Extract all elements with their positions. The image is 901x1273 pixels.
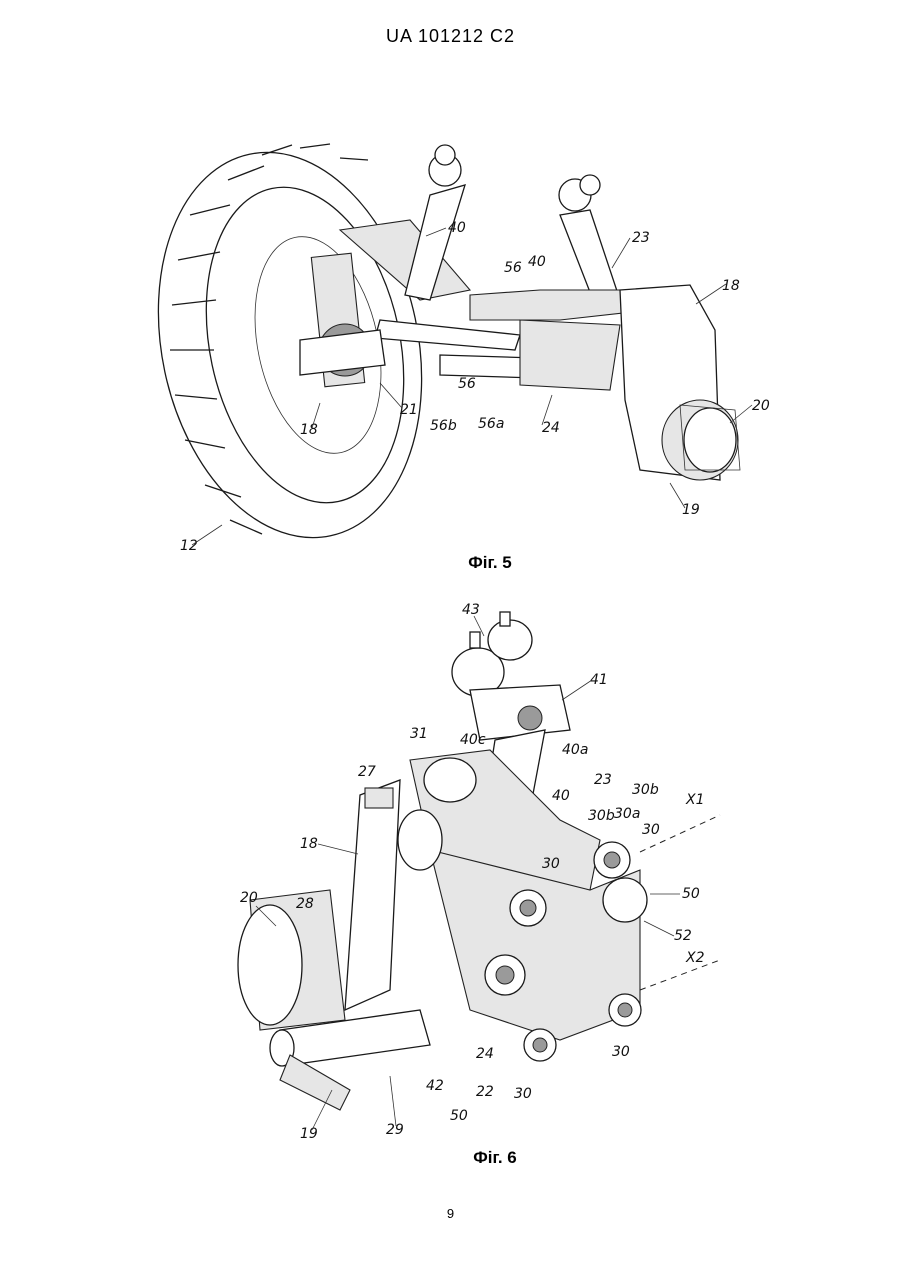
label: 30b	[588, 808, 615, 824]
label: 52	[674, 928, 692, 944]
label: 21	[400, 402, 418, 418]
control-arms	[398, 750, 647, 1061]
label: 42	[426, 1078, 444, 1094]
label: 56	[458, 376, 476, 392]
label: 30	[514, 1086, 532, 1102]
label: 50	[450, 1108, 468, 1124]
label: 40	[528, 254, 546, 270]
label: 22	[476, 1084, 494, 1100]
label: 20	[240, 890, 258, 906]
label: 30b	[632, 782, 659, 798]
label: 19	[682, 502, 700, 518]
figure-5-caption: Фіг. 5	[390, 553, 590, 573]
label: 18	[300, 836, 318, 852]
upright-18	[238, 780, 400, 1030]
label: 24	[542, 420, 560, 436]
label: 56a	[478, 416, 504, 432]
label: 23	[594, 772, 612, 788]
label: X2	[685, 950, 705, 966]
axis-x2	[640, 960, 720, 990]
label: 40c	[460, 732, 486, 748]
label: 18	[300, 422, 318, 438]
figure-6-caption: Фіг. 6	[395, 1148, 595, 1168]
label: 56	[504, 260, 522, 276]
figure-6-drawing: 43 41 31 40c 40a 27 23 40 30b X1 30b 30a…	[0, 590, 901, 1150]
label: 30	[542, 856, 560, 872]
label: 28	[296, 896, 314, 912]
figure-5-drawing: 40 40 56 23 18 56 56b 56a 24 20 21 18 19…	[0, 0, 901, 600]
right-knuckle-motor	[620, 285, 740, 480]
label: 50	[682, 886, 700, 902]
label: 31	[410, 726, 428, 742]
accumulators	[452, 612, 532, 696]
label: 43	[462, 602, 480, 618]
label: 29	[386, 1122, 404, 1138]
label: 56b	[430, 418, 457, 434]
label: 30a	[614, 806, 640, 822]
wheel-tire	[124, 128, 455, 563]
label: 24	[476, 1046, 494, 1062]
label: 19	[300, 1126, 318, 1142]
label: 40a	[562, 742, 588, 758]
label: 41	[590, 672, 608, 688]
label: 18	[722, 278, 740, 294]
label: 40	[448, 220, 466, 236]
label: 27	[358, 764, 376, 780]
label: X1	[685, 792, 705, 808]
label: 30	[642, 822, 660, 838]
label: 23	[632, 230, 650, 246]
page-number: 9	[0, 1206, 901, 1221]
label: 30	[612, 1044, 630, 1060]
label: 20	[752, 398, 770, 414]
label: 12	[180, 538, 198, 554]
label: 40	[552, 788, 570, 804]
